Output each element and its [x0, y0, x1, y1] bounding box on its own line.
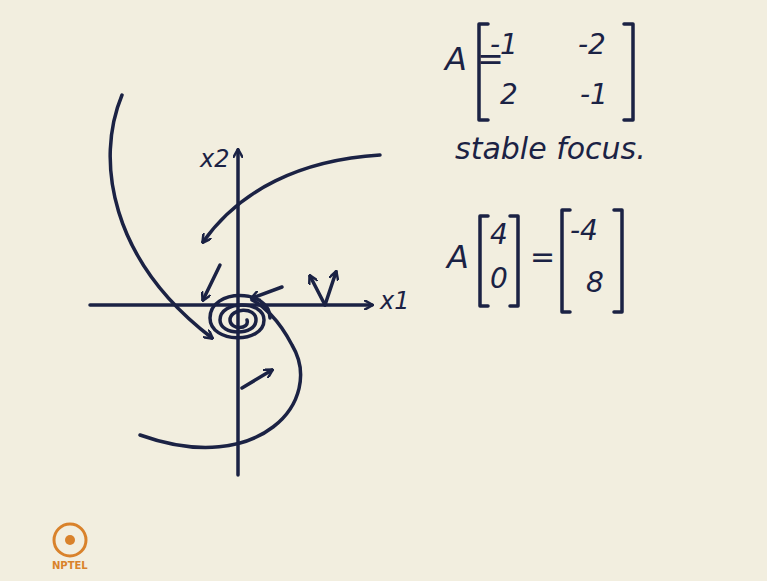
matrix-entry: 2	[500, 80, 518, 111]
vector-bracket	[480, 216, 488, 306]
logo	[54, 524, 86, 556]
watermark: NPTEL	[52, 560, 88, 571]
vector-entry: -4	[570, 216, 598, 247]
matrix-entry: -2	[578, 30, 606, 61]
vector-entry: 0	[490, 264, 508, 295]
trajectory	[203, 155, 380, 242]
trajectory	[203, 265, 220, 300]
note-text: stable focus.	[455, 132, 646, 165]
vector-entry: 4	[490, 220, 508, 251]
matrix-entry: -1	[490, 30, 518, 61]
matrix-bracket	[624, 24, 633, 120]
trajectory	[252, 287, 282, 298]
vector-arrow	[310, 276, 325, 305]
vector-bracket	[614, 210, 622, 312]
matrix-entry: -1	[580, 80, 608, 111]
vector-entry: 8	[586, 268, 604, 299]
trajectory	[110, 95, 212, 338]
spiral	[210, 296, 270, 338]
vector-arrow	[242, 370, 272, 388]
equals-sign: =	[530, 240, 555, 273]
axis-label: x1	[380, 288, 409, 314]
vector-bracket	[510, 216, 518, 306]
vector-arrow	[325, 272, 336, 305]
vector-bracket	[562, 210, 570, 312]
axis-label: x2	[200, 146, 229, 172]
matrix-name: A	[447, 240, 469, 275]
